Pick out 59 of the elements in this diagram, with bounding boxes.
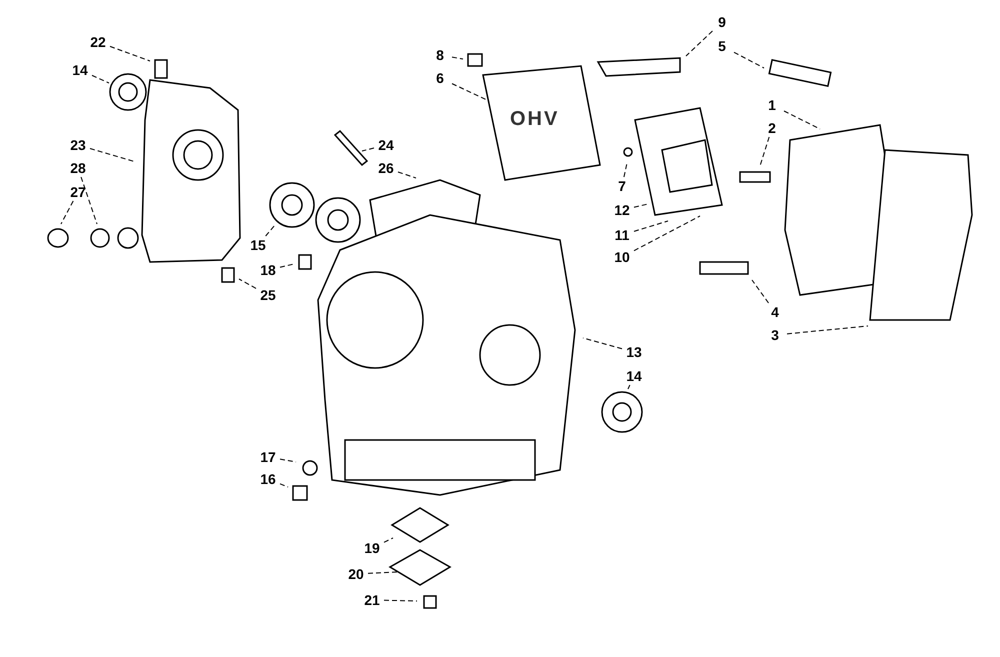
leader-line [634,204,648,208]
callout-number: 20 [344,566,368,582]
callout-number: 13 [622,344,646,360]
callout-number: 21 [360,592,384,608]
leader-line [734,52,764,68]
leader-line [280,264,294,268]
leader-line [368,572,398,574]
callout-number: 27 [66,184,90,200]
callout-number: 22 [86,34,110,50]
callout-number: 1 [760,97,784,113]
callout-number: 28 [66,160,90,176]
callout-number: 19 [360,540,384,556]
leader-line [110,46,150,62]
callout-number: 7 [610,178,634,194]
leader-line [752,280,770,304]
callout-number: 24 [374,137,398,153]
callout-number: 26 [374,160,398,176]
leader-line [452,83,488,100]
embossed-lettering: OHV [510,108,560,131]
leader-line [362,148,374,152]
callout-number: 5 [710,38,734,54]
leader-line [384,538,394,543]
callout-number: 17 [256,449,280,465]
leader-line [398,172,416,178]
callout-number: 4 [763,304,787,320]
leader-line [280,458,296,462]
leader-line [80,176,98,224]
leader-line [760,136,770,166]
callout-number: 3 [763,327,787,343]
callout-number: 12 [610,202,634,218]
callout-number: 9 [710,14,734,30]
callout-number: 15 [246,237,270,253]
leader-line [452,56,464,60]
leader-line [238,278,256,289]
callout-number: 6 [428,70,452,86]
callout-number: 18 [256,262,280,278]
leader-line [634,220,668,232]
callout-number: 23 [66,137,90,153]
callout-number: 25 [256,287,280,303]
callout-number: 14 [622,368,646,384]
leader-line [265,224,276,236]
leader-line [92,74,110,84]
leader-line [384,600,418,602]
callout-number: 14 [68,62,92,78]
leader-line [623,162,628,178]
leader-line [90,148,136,162]
leader-line [786,326,868,334]
callout-number: 2 [760,120,784,136]
callout-number: 16 [256,471,280,487]
leader-line [582,338,622,350]
leader-line [784,110,820,130]
leader-line [60,200,74,224]
leader-line [634,216,700,252]
leader-line [628,384,630,390]
leader-line [280,483,288,488]
callout-number: 11 [610,227,634,243]
callout-number: 8 [428,47,452,63]
leader-line [686,30,713,56]
callout-number: 10 [610,249,634,265]
